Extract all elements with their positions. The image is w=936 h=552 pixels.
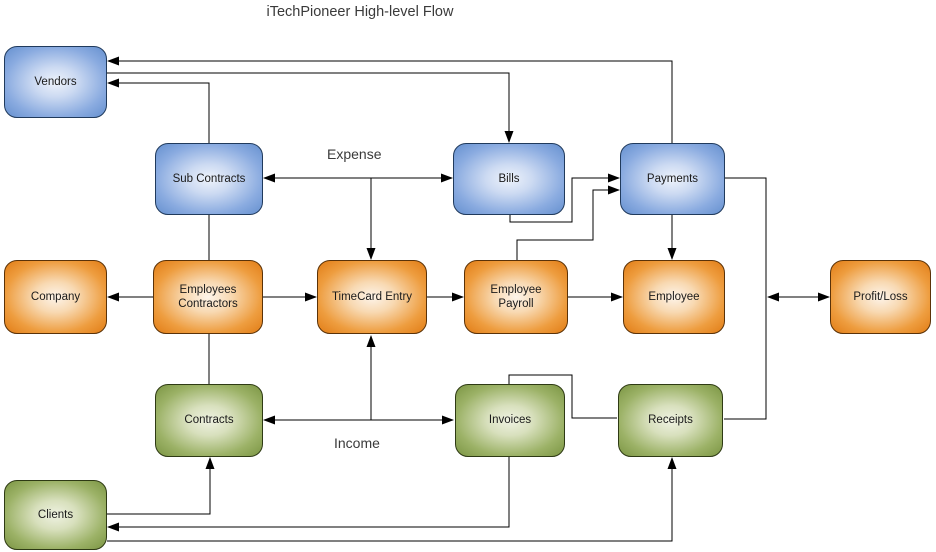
edge-employeepayroll-to-payments (516, 185, 620, 260)
node-invoices: Invoices (455, 384, 565, 457)
node-clients-label: Clients (37, 508, 74, 521)
edge-clients-to-receipts (107, 457, 677, 542)
expense-flow-label: Expense (327, 146, 382, 162)
node-receipts: Receipts (618, 384, 723, 457)
diagram-title: iTechPioneer High-level Flow (266, 4, 454, 20)
node-receipts-label: Receipts (648, 414, 693, 427)
node-employee: Employee (623, 260, 725, 334)
node-sub-contracts-label: Sub Contracts (172, 172, 246, 185)
node-bills-label: Bills (498, 172, 520, 185)
node-profit-loss-label: Profit/Loss (853, 290, 908, 303)
node-invoices-label: Invoices (488, 414, 532, 427)
edge-invoices-to-receipts (508, 374, 617, 419)
node-sub-contracts: Sub Contracts (155, 143, 263, 215)
node-employees-contractors: Employees Contractors (153, 260, 263, 334)
edge-vendors-to-bills (107, 72, 514, 143)
node-employee-payroll-label: Employee Payroll (490, 283, 542, 310)
edge-invoices-to-clients (107, 457, 510, 532)
node-contracts: Contracts (155, 384, 263, 457)
node-employee-payroll: Employee Payroll (464, 260, 568, 334)
node-employees-contractors-label: Employees Contractors (178, 283, 238, 310)
node-company-label: Company (30, 290, 81, 303)
node-profit-loss: Profit/Loss (830, 260, 931, 334)
node-employee-label: Employee (648, 290, 700, 303)
node-clients: Clients (4, 480, 107, 550)
edge-clients-to-contracts (107, 457, 215, 515)
node-timecard-entry: TimeCard Entry (317, 260, 427, 334)
node-vendors: Vendors (4, 46, 107, 118)
node-payments-label: Payments (646, 172, 699, 185)
node-company: Company (4, 260, 107, 334)
node-payments: Payments (620, 143, 725, 215)
edge-payments-to-receipts-trunk (724, 177, 767, 420)
node-timecard-entry-label: TimeCard Entry (331, 290, 413, 303)
income-flow-label: Income (334, 435, 380, 451)
node-vendors-label: Vendors (34, 75, 77, 88)
edge-payments-to-vendors (107, 56, 673, 143)
node-bills: Bills (453, 143, 565, 215)
edge-subcontracts-to-vendors (107, 78, 210, 143)
edge-bills-to-payments (509, 173, 620, 223)
node-contracts-label: Contracts (184, 414, 234, 427)
